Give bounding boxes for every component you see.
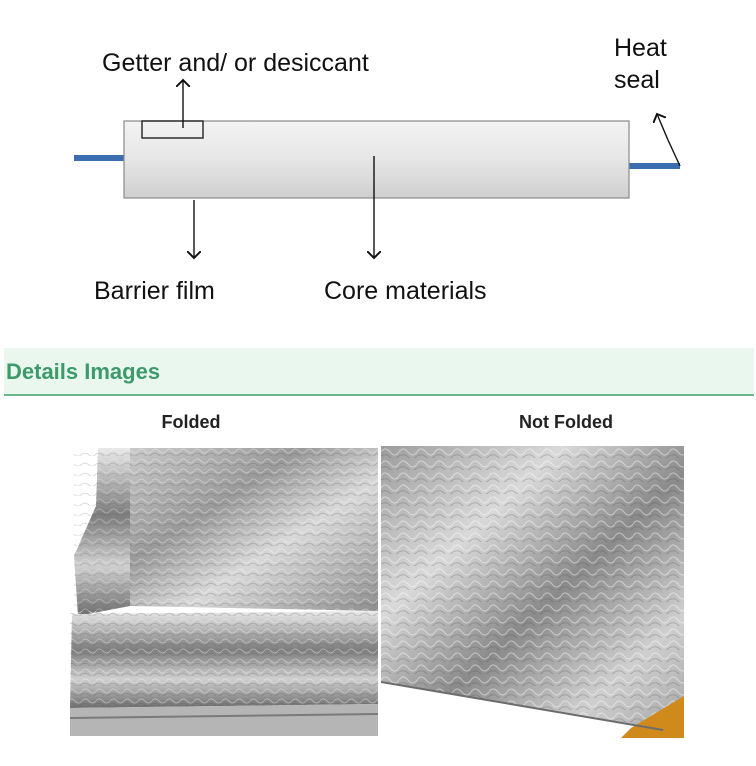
details-section-header: Details Images: [4, 348, 754, 396]
heat-seal-arrow: [657, 114, 681, 167]
folded-photo-graphic: [68, 446, 378, 736]
folded-panel-photo: [68, 446, 378, 736]
section-title: Details Images: [6, 359, 161, 384]
getter-label: Getter and/ or desiccant: [102, 49, 369, 77]
not-folded-photo-graphic: [381, 446, 684, 738]
heat-seal-label-line2: seal: [614, 66, 660, 94]
heat-seal-label-line1: Heat: [614, 34, 667, 62]
vip-structure-diagram: Getter and/ or desiccant Heat seal Barri…: [0, 0, 756, 330]
core-materials-label: Core materials: [324, 277, 487, 305]
diagram-graphic: [74, 0, 681, 330]
caption-folded: Folded: [161, 412, 221, 432]
getter-packet: [141, 120, 204, 139]
not-folded-panel-photo: [381, 446, 684, 738]
panel-body: [123, 120, 630, 199]
caption-not-folded: Not Folded: [519, 412, 613, 432]
barrier-film-label: Barrier film: [94, 277, 215, 305]
